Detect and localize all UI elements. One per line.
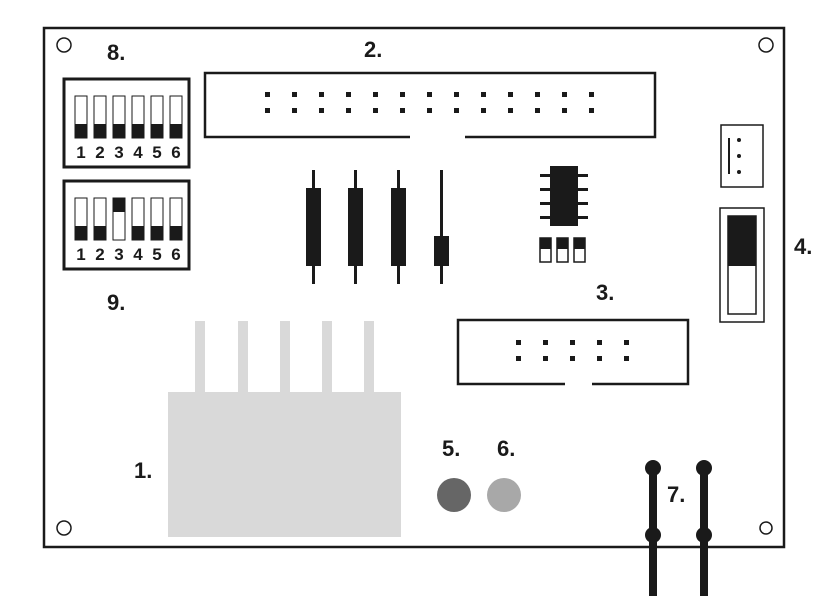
dip-switch-number: 2 <box>95 143 104 162</box>
dip-switch-lever <box>75 226 87 240</box>
connector-pin <box>543 340 548 345</box>
header-connector-3 <box>456 318 690 386</box>
dip-switch-lever <box>94 226 106 240</box>
dip-switch-lever <box>94 124 106 138</box>
dip-switch-lever <box>75 124 87 138</box>
mounting-hole-top-right <box>758 37 774 53</box>
three-pin-header <box>720 124 764 188</box>
connector-pin <box>570 356 575 361</box>
connector-pin <box>427 108 432 113</box>
dip-switch-number: 4 <box>133 143 143 162</box>
dip-switch-number: 3 <box>114 245 123 264</box>
slide-switch-4 <box>719 207 765 323</box>
connector-pin <box>589 108 594 113</box>
resistor-2 <box>348 170 363 284</box>
callout-1: 1. <box>134 458 152 483</box>
header-connector-2 <box>203 71 657 139</box>
connector-pin <box>427 92 432 97</box>
connector-pin <box>508 92 513 97</box>
connector-pin <box>543 356 548 361</box>
connector-pin <box>481 108 486 113</box>
mounting-hole-top-left <box>56 37 72 53</box>
connector-pin <box>535 92 540 97</box>
diode <box>434 170 449 284</box>
connector-pin <box>570 340 575 345</box>
dip-switch-lever <box>151 226 163 240</box>
callout-3: 3. <box>596 280 614 305</box>
connector-pin <box>597 356 602 361</box>
connector-pin <box>624 340 629 345</box>
connector-pin <box>562 108 567 113</box>
callout-4: 4. <box>794 234 812 259</box>
connector-pin <box>319 108 324 113</box>
dip-switch-number: 2 <box>95 245 104 264</box>
connector-pin <box>481 92 486 97</box>
callout-6: 6. <box>497 436 515 461</box>
callout-9: 9. <box>107 290 125 315</box>
callout-5: 5. <box>442 436 460 461</box>
dip-switch-number: 5 <box>152 245 161 264</box>
dip-switch-lever <box>132 226 144 240</box>
callout-8: 8. <box>107 40 125 65</box>
connector-pin <box>373 108 378 113</box>
connector-pin <box>400 108 405 113</box>
dip-switch-lever <box>113 198 125 212</box>
connector-pin <box>292 92 297 97</box>
resistor-3 <box>391 170 406 284</box>
connector-pin <box>292 108 297 113</box>
connector-pin <box>516 356 521 361</box>
connector-pin <box>516 340 521 345</box>
led-5 <box>437 478 471 512</box>
connector-pin <box>597 340 602 345</box>
connector-pin <box>454 108 459 113</box>
connector-pin <box>589 92 594 97</box>
connector-pin <box>319 92 324 97</box>
jumper-block <box>539 237 586 263</box>
mounting-hole-bottom-right <box>759 521 773 535</box>
mounting-hole-bottom-left <box>56 520 72 536</box>
connector-pin <box>535 108 540 113</box>
dip-switch-number: 3 <box>114 143 123 162</box>
dip-switch-number: 1 <box>76 143 85 162</box>
dip-switch-number: 6 <box>171 143 180 162</box>
connector-pin <box>508 108 513 113</box>
ic-chip <box>540 166 588 226</box>
dip-switch-lever <box>170 124 182 138</box>
resistor-1 <box>306 170 321 284</box>
dip-switch-number: 5 <box>152 143 161 162</box>
dip-switch-number: 4 <box>133 245 143 264</box>
callout-7: 7. <box>667 482 685 507</box>
connector-pin <box>346 108 351 113</box>
connector-pin <box>624 356 629 361</box>
led-6 <box>487 478 521 512</box>
dip-switch-number: 6 <box>171 245 180 264</box>
dip-switch-number: 1 <box>76 245 85 264</box>
callout-2: 2. <box>364 37 382 62</box>
connector-pin <box>400 92 405 97</box>
dip-switch-lever <box>113 124 125 138</box>
power-connector-1 <box>168 321 401 537</box>
connector-pin <box>562 92 567 97</box>
connector-pin <box>265 108 270 113</box>
dip-switch-lever <box>132 124 144 138</box>
dip-switch-lever <box>151 124 163 138</box>
connector-pin <box>454 92 459 97</box>
connector-pin <box>346 92 351 97</box>
connector-pin <box>265 92 270 97</box>
probe-pins-7 <box>645 460 712 596</box>
dip-switch-lever <box>170 226 182 240</box>
connector-pin <box>373 92 378 97</box>
